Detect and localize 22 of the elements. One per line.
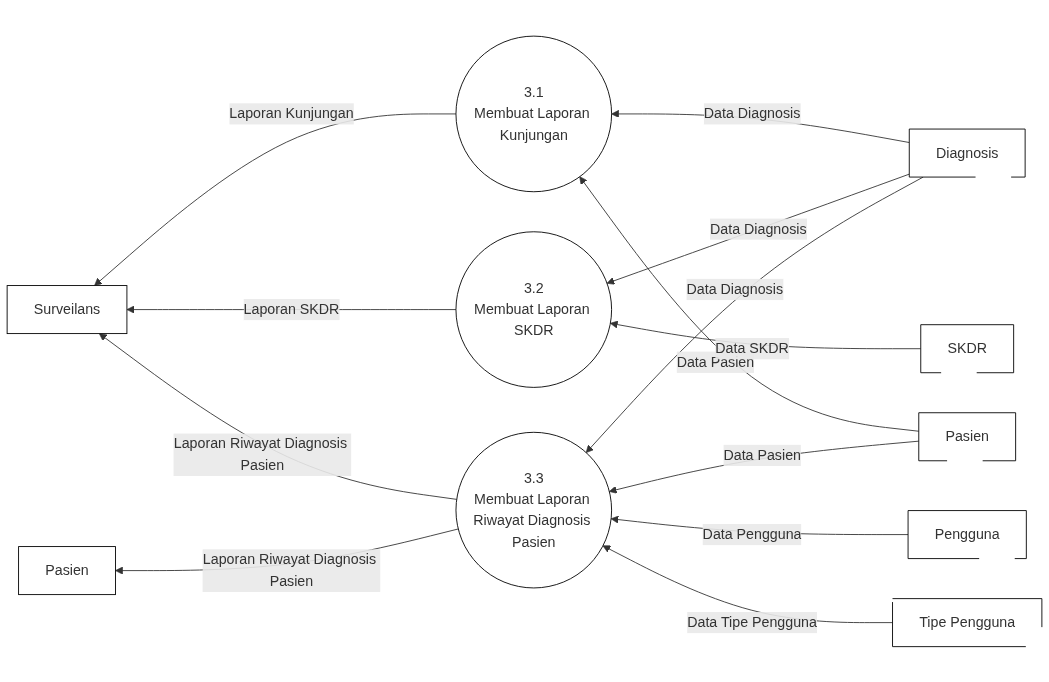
node-box: Pasien (18, 545, 116, 595)
edge-label: Laporan Kunjungan (229, 105, 354, 121)
edge-label: Data Diagnosis (710, 220, 807, 236)
edge-label: Data Diagnosis (703, 105, 801, 121)
edge-label: Data Pengguna (702, 526, 802, 542)
edge-label: Data Pasien (676, 353, 755, 369)
node-circle: 3.3 Membuat Laporan Riwayat Diagnosis Pasien (455, 431, 613, 588)
edge-label: Data Diagnosis (686, 281, 783, 297)
edge-label: Data Tipe Pengguna (687, 614, 817, 630)
node-circle: 3.1 Membuat Laporan Kunjungan (455, 35, 613, 192)
node-box: Tipe Pengguna (892, 597, 1043, 647)
edge-label: Laporan Riwayat Diagnosis Pasien (173, 435, 347, 473)
edge-label: Laporan SKDR (243, 301, 340, 317)
node-box: Surveilans (6, 284, 128, 334)
edge-label: Data SKDR (715, 340, 789, 356)
node-box: Pasien (918, 411, 1017, 461)
node-box: SKDR (920, 323, 1015, 373)
edge-label: Data Pasien (723, 447, 801, 463)
node-circle: 3.2 Membuat Laporan SKDR (455, 230, 613, 388)
node-box: Pengguna (907, 509, 1027, 559)
node-box: Diagnosis (908, 128, 1026, 178)
edge-label: Laporan Riwayat Diagnosis Pasien (202, 551, 377, 589)
